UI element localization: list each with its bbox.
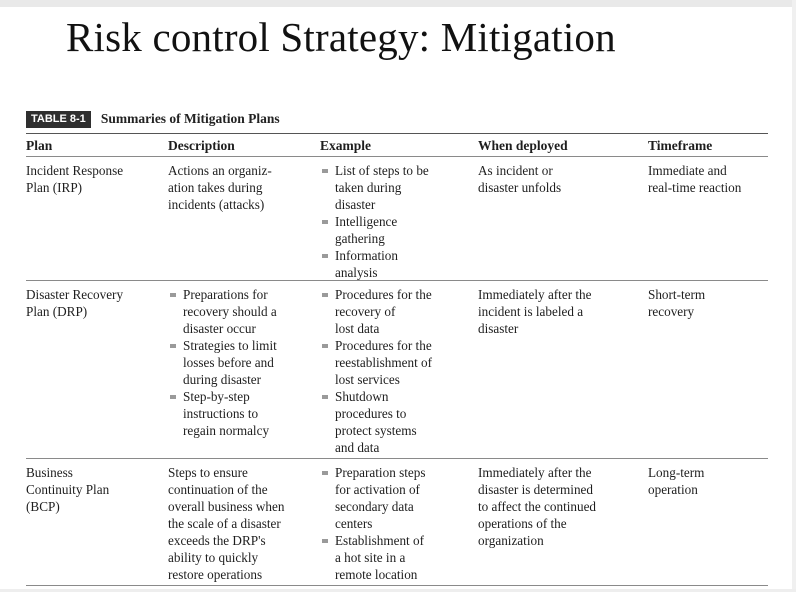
table-row-drp: Disaster Recovery Plan (DRP) Preparation… <box>26 281 768 458</box>
bullet-square-icon <box>170 293 176 297</box>
when-deployed-cell: Immediately after the incident is labele… <box>478 287 592 336</box>
header-plan: Plan <box>26 138 53 153</box>
table-header-row: Plan Description Example When deployed T… <box>26 134 768 156</box>
bullet-square-icon <box>322 539 328 543</box>
timeframe-cell: Immediate and real-time reaction <box>648 163 742 195</box>
header-example: Example <box>320 138 372 153</box>
table-caption-text: Summaries of Mitigation Plans <box>100 111 280 126</box>
header-when-deployed: When deployed <box>478 138 568 153</box>
table-row-irp: Incident Response Plan (IRP) Actions an … <box>26 157 768 280</box>
header-description: Description <box>168 138 235 153</box>
bullet-square-icon <box>170 344 176 348</box>
timeframe-cell: Long-term operation <box>648 465 705 497</box>
bullet-square-icon <box>170 395 176 399</box>
table-number-badge: TABLE 8-1 <box>26 110 91 128</box>
header-timeframe: Timeframe <box>648 138 713 153</box>
description-cell: Steps to ensure continuation of the over… <box>168 465 285 582</box>
right-border <box>792 0 796 592</box>
table-caption: TABLE 8-1 Summaries of Mitigation Plans <box>26 110 280 128</box>
timeframe-cell: Short-term recovery <box>648 287 706 319</box>
bullet-square-icon <box>322 169 328 173</box>
row-separator <box>26 280 768 281</box>
top-border <box>0 0 796 7</box>
plan-cell: Disaster Recovery Plan (DRP) <box>26 287 124 319</box>
table-row-bcp: Business Continuity Plan (BCP) Steps to … <box>26 459 768 585</box>
table-bottom-rule <box>26 585 768 586</box>
bullet-square-icon <box>322 344 328 348</box>
plan-cell: Incident Response Plan (IRP) <box>26 163 124 195</box>
bullet-square-icon <box>322 220 328 224</box>
when-deployed-cell: Immediately after the disaster is determ… <box>478 465 597 548</box>
bottom-border <box>0 589 796 592</box>
bullet-square-icon <box>322 293 328 297</box>
bullet-square-icon <box>322 254 328 258</box>
description-cell: Actions an organiz- ation takes during i… <box>168 163 272 212</box>
row-separator <box>26 458 768 459</box>
when-deployed-cell: As incident or disaster unfolds <box>478 163 562 195</box>
mitigation-plans-table: Plan Description Example When deployed T… <box>26 133 768 586</box>
bullet-square-icon <box>322 395 328 399</box>
header-rule <box>26 156 768 157</box>
bullet-square-icon <box>322 471 328 475</box>
plan-cell: Business Continuity Plan (BCP) <box>26 465 110 514</box>
slide-title: Risk control Strategy: Mitigation <box>66 14 616 60</box>
table-top-rule <box>26 133 768 134</box>
